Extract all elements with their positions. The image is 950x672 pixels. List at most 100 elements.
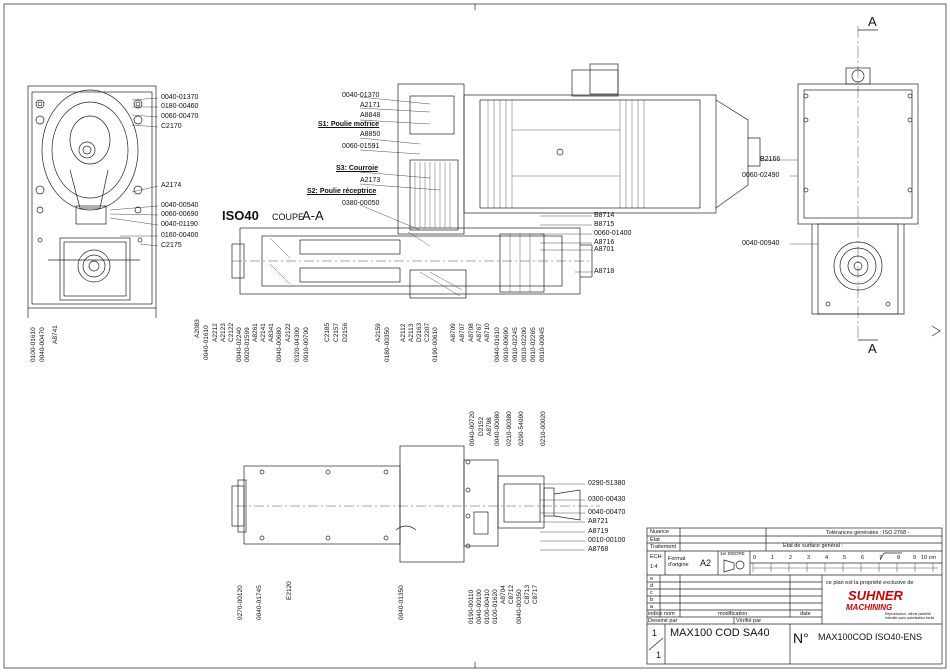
part-label: 0010-00700 <box>303 327 310 362</box>
part-label: 0290-54090 <box>518 411 525 446</box>
part-label: A8701 <box>594 246 615 253</box>
part-label: A2112 <box>400 323 407 342</box>
date-label: date <box>800 611 811 617</box>
part-label: A2173 <box>360 177 381 184</box>
part-label: 0190-00610 <box>432 327 439 362</box>
part-label: 0040-00940 <box>742 240 780 247</box>
nuance-label: Nuance <box>650 529 669 535</box>
traitement-label: Traitement <box>650 544 677 550</box>
part-label: A8341 <box>268 323 275 342</box>
part-label: A8261 <box>252 323 259 342</box>
surface-label: Etat de surface général : <box>783 543 843 549</box>
part-label: A2141 <box>260 323 267 342</box>
part-label: 0040-01190 <box>161 221 198 228</box>
title-block-frame <box>646 527 943 665</box>
center-section-view <box>231 63 761 299</box>
part-label: 0040-00470 <box>588 509 626 516</box>
left-view <box>27 85 157 318</box>
section-marker: A <box>868 14 877 29</box>
part-label: A2113 <box>408 323 415 342</box>
part-label: A2171 <box>360 102 381 109</box>
part-label: 0300-00430 <box>588 496 626 503</box>
ruler-tick: 6 <box>861 555 865 561</box>
reproduction-note: Reproduction, même partielle interdite s… <box>885 612 935 620</box>
etat-label: Etat <box>650 537 660 543</box>
section-title: ISO40 <box>222 208 259 223</box>
part-label: 0040-00680 <box>276 327 283 362</box>
indice-label: indice <box>648 611 663 617</box>
part-label: A2212 <box>212 323 219 342</box>
section-marker: A <box>868 341 877 356</box>
ruler-tick: 7 <box>879 555 883 561</box>
part-label: 0060-01400 <box>594 230 632 237</box>
number-symbol: N° <box>793 630 809 646</box>
part-label: A8710 <box>484 323 491 342</box>
brand-logo-sub: MACHINING <box>846 603 893 612</box>
verifie-label: Vérifié par <box>736 618 762 624</box>
rev-letter: d <box>650 583 654 589</box>
part-label: 0040-01370 <box>161 94 199 101</box>
drawing-number: MAX100COD ISO40-ENS <box>818 632 923 642</box>
part-label: 0040-00720 <box>469 411 476 446</box>
part-label: 0040-00470 <box>39 327 46 362</box>
ruler-tick: 4 <box>825 555 829 561</box>
part-label: B8715 <box>594 221 615 228</box>
part-label: 0010-02265 <box>530 327 537 362</box>
part-label: E2120 <box>286 581 293 600</box>
part-label: A8718 <box>594 268 615 275</box>
part-label: 0010-00100 <box>588 537 626 544</box>
part-label: A8709 <box>450 323 457 342</box>
diedre-label: 1er DIEDRE <box>720 551 745 556</box>
ruler-tick: 1 <box>771 555 775 561</box>
part-label: A8716 <box>594 239 615 246</box>
part-label: 0040-01610 <box>494 327 501 362</box>
part-label: 0020-01599 <box>244 327 251 362</box>
part-label: S3: Courroie <box>336 165 379 172</box>
part-label: 0040-01370 <box>342 92 380 99</box>
part-label: C2175 <box>161 242 182 249</box>
part-label: 0100-01610 <box>30 327 37 362</box>
part-label: 0060-01591 <box>342 143 380 150</box>
part-label: A8707 <box>459 323 466 342</box>
part-label: A8708 <box>468 323 475 342</box>
part-label: C2157 <box>333 322 340 342</box>
part-label: C8717 <box>532 584 539 604</box>
part-label: 0040-01350 <box>398 585 405 620</box>
part-label: A8768 <box>588 546 609 553</box>
part-label: 0290-51380 <box>588 480 626 487</box>
part-label: 0060-02490 <box>742 172 780 179</box>
part-label: A8741 <box>52 325 59 344</box>
tolerances-label: Tolérances générales : ISO 2768 - <box>826 530 910 536</box>
part-label: 0040-00100 <box>476 589 483 624</box>
part-label: S2: Poulie réceptrice <box>307 188 377 195</box>
part-label: D2163 <box>416 322 423 342</box>
property-note: ce plan est la propriété exclusive de <box>826 580 914 586</box>
part-label: S1: Poulie motrice <box>318 121 380 128</box>
part-label: D2152 <box>478 416 485 436</box>
format-label: Format d'origine <box>668 556 689 568</box>
part-label: 0210-00020 <box>540 411 547 446</box>
part-label: A8719 <box>588 528 609 535</box>
dessine-label: Dessiné par <box>648 618 678 624</box>
part-label: 0010-00945 <box>539 327 546 362</box>
part-label: C8712 <box>508 584 515 604</box>
part-label: A8721 <box>588 518 609 525</box>
part-label: 0040-01610 <box>203 325 210 360</box>
part-label: C2185 <box>324 322 331 342</box>
part-label: A2122 <box>285 323 292 342</box>
nom-label: nom <box>664 611 675 617</box>
part-label: A2159 <box>375 323 382 342</box>
ruler-tick: 10 cm <box>921 555 936 561</box>
part-label: 0010-00690 <box>503 327 510 362</box>
rev-letter: b <box>650 597 654 603</box>
section-letters: A-A <box>302 208 324 223</box>
part-label: 0010-02200 <box>521 327 528 362</box>
part-label: 0040-00080 <box>494 411 501 446</box>
format-value: A2 <box>700 558 712 568</box>
rev-letter: e <box>650 576 654 582</box>
ruler-tick: 2 <box>789 555 793 561</box>
part-label: B2166 <box>760 156 781 163</box>
modification-label: modification <box>718 611 748 617</box>
part-label: 0160-00400 <box>161 232 199 239</box>
part-label: 0180-00460 <box>161 103 199 110</box>
